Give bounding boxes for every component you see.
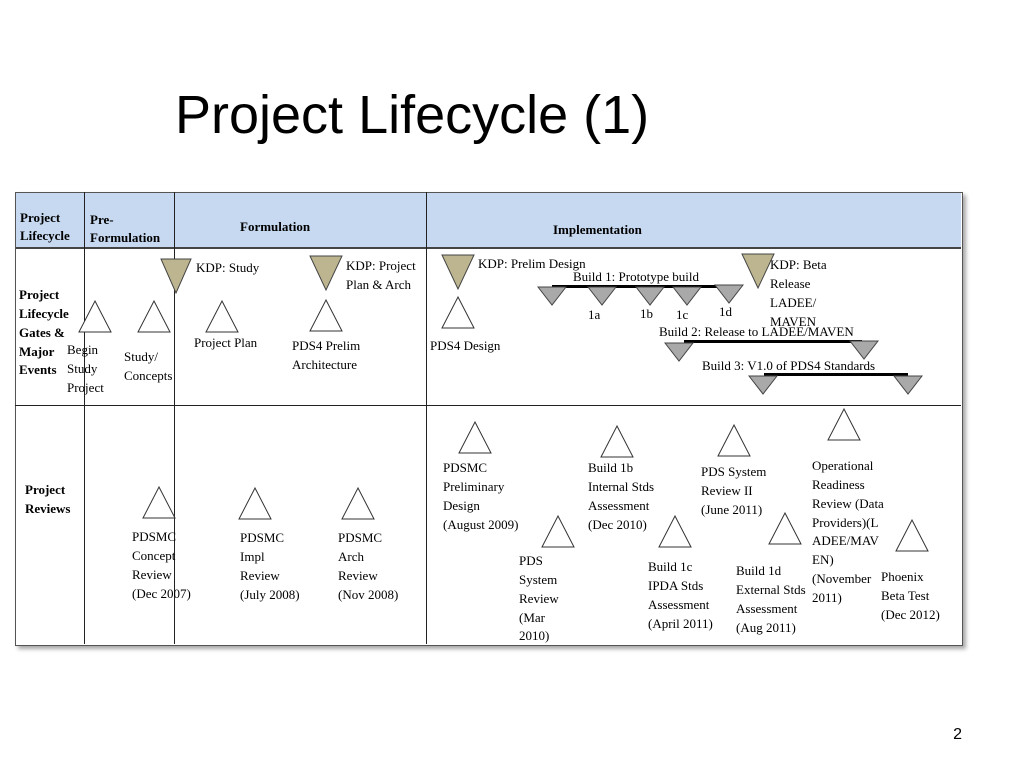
pds4-design-label: PDS4 Design	[430, 338, 501, 353]
review-prelim-design-triangle-icon	[458, 421, 492, 454]
build3-end-triangle-icon	[893, 375, 923, 395]
kdp-prelim-design-triangle-icon	[441, 254, 475, 290]
review-pds-system-triangle-icon	[541, 515, 575, 548]
column-divider-preformulation	[174, 192, 175, 644]
header-formulation: Formulation	[240, 219, 311, 234]
row-label-project-reviews: Project Reviews	[25, 482, 71, 516]
slide-title: Project Lifecycle (1)	[175, 85, 650, 145]
review-arch-triangle-icon	[341, 487, 375, 520]
header-project-lifecycle: Project Lifecycle	[20, 210, 70, 243]
review-build1b-triangle-icon	[600, 425, 634, 458]
column-divider-labels	[84, 192, 85, 644]
project-plan-triangle-icon	[205, 300, 239, 333]
review-build1d-label: Build 1d External Stds Assessment (Aug 2…	[736, 563, 806, 635]
pds4-prelim-arch-triangle-icon	[309, 299, 343, 332]
build3-start-triangle-icon	[748, 375, 778, 395]
build1a-triangle-icon	[587, 286, 617, 306]
build1d-label: 1d	[719, 304, 732, 319]
begin-study-triangle-icon	[78, 300, 112, 333]
review-phoenix-triangle-icon	[895, 519, 929, 552]
build1a-label: 1a	[588, 307, 601, 322]
review-impl-label: PDSMC Impl Review (July 2008)	[240, 530, 300, 602]
kdp-study-label: KDP: Study	[196, 260, 260, 275]
project-plan-label: Project Plan	[194, 335, 258, 350]
review-build1b-label: Build 1b Internal Stds Assessment (Dec 2…	[588, 460, 655, 532]
phase-header-band	[15, 192, 961, 249]
review-build1c-triangle-icon	[658, 515, 692, 548]
pds4-prelim-arch-label: PDS4 Prelim Architecture	[292, 338, 361, 372]
review-pds-system-label: PDS System Review (Mar 2010)	[519, 553, 559, 644]
build2-start-triangle-icon	[664, 342, 694, 362]
review-concept-label: PDSMC Concept Review (Dec 2007)	[132, 529, 191, 601]
build1b-triangle-icon	[635, 286, 665, 306]
build1b-label: 1b	[640, 306, 653, 321]
lifecycle-table-frame	[15, 192, 963, 646]
kdp-project-plan-label: KDP: Project Plan & Arch	[346, 258, 416, 292]
build2-bar	[684, 340, 862, 343]
build1-label: Build 1: Prototype build	[573, 269, 700, 284]
begin-study-label: Begin Study Project	[67, 342, 104, 395]
build2-end-triangle-icon	[849, 340, 879, 360]
review-prelim-design-label: PDSMC Preliminary Design (August 2009)	[443, 460, 519, 532]
review-impl-triangle-icon	[238, 487, 272, 520]
review-phoenix-label: Phoenix Beta Test (Dec 2012)	[881, 569, 940, 622]
build1d-triangle-icon	[714, 284, 744, 304]
build1-start-triangle-icon	[537, 286, 567, 306]
review-build1c-label: Build 1c IPDA Stds Assessment (April 201…	[648, 559, 713, 631]
build3-label: Build 3: V1.0 of PDS4 Standards	[702, 358, 876, 373]
kdp-prelim-design-label: KDP: Prelim Design	[478, 256, 586, 271]
row-divider	[15, 405, 961, 406]
header-implementation: Implementation	[553, 222, 642, 237]
review-operational-label: Operational Readiness Review (Data Provi…	[812, 458, 884, 605]
build3-bar	[764, 373, 908, 376]
review-concept-triangle-icon	[142, 486, 176, 519]
row-label-gates-events: Project Lifecycle Gates & Major Events	[19, 287, 69, 378]
kdp-project-plan-triangle-icon	[309, 255, 343, 291]
page-number: 2	[953, 726, 962, 743]
kdp-beta-release-triangle-icon	[741, 253, 775, 289]
build1c-triangle-icon	[672, 286, 702, 306]
review-arch-label: PDSMC Arch Review (Nov 2008)	[338, 530, 399, 602]
header-pre-formulation: Pre- Formulation	[90, 212, 161, 245]
review-operational-triangle-icon	[827, 408, 861, 441]
column-divider-formulation	[426, 192, 427, 644]
review-pds-system-2-triangle-icon	[717, 424, 751, 457]
build1c-label: 1c	[676, 307, 689, 322]
study-concepts-label: Study/ Concepts	[124, 349, 173, 383]
kdp-study-triangle-icon	[160, 258, 192, 294]
study-concepts-triangle-icon	[137, 300, 171, 333]
review-pds-system-2-label: PDS System Review II (June 2011)	[701, 464, 767, 517]
review-build1d-triangle-icon	[768, 512, 802, 545]
pds4-design-triangle-icon	[441, 296, 475, 329]
build2-label: Build 2: Release to LADEE/MAVEN	[659, 324, 854, 339]
kdp-beta-release-label: KDP: Beta Release LADEE/ MAVEN	[770, 257, 827, 329]
